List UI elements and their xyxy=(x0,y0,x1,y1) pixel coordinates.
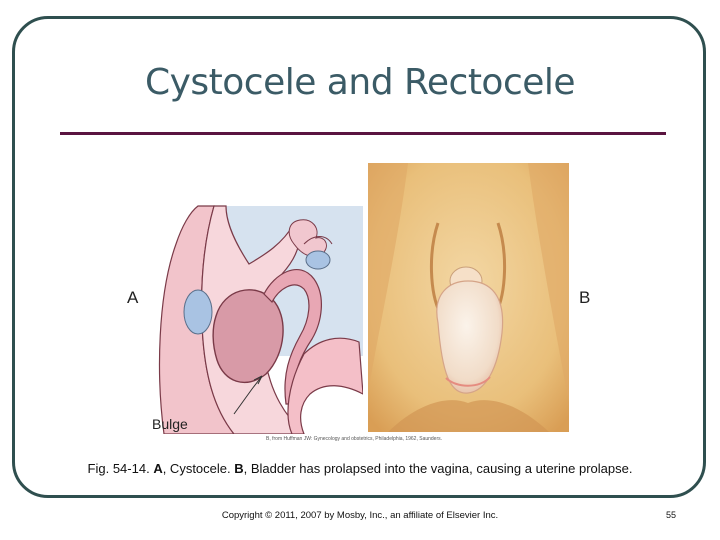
caption-a: A xyxy=(153,461,163,476)
bulge-label: Bulge xyxy=(152,416,188,432)
caption-b: B xyxy=(234,461,244,476)
figure-a-label: A xyxy=(127,288,139,307)
cystocele-illustration xyxy=(154,204,363,434)
page-number: 55 xyxy=(666,510,677,520)
image-credit: B, from Huffman JW: Gynecology and obste… xyxy=(266,436,443,442)
figure-caption: Fig. 54-14. A, Cystocele. B, Bladder has… xyxy=(0,461,720,476)
prolapse-photograph xyxy=(368,163,569,432)
slide-title: Cystocele and Rectocele xyxy=(144,62,576,103)
copyright-notice: Copyright © 2011, 2007 by Mosby, Inc., a… xyxy=(221,510,499,521)
caption-mid: , Cystocele. xyxy=(162,461,235,476)
figure-b-label: B xyxy=(579,288,591,307)
caption-rest: , Bladder has prolapsed into the vagina,… xyxy=(243,461,633,476)
title-divider xyxy=(60,132,666,135)
caption-prefix: Fig. 54-14. xyxy=(87,461,154,476)
